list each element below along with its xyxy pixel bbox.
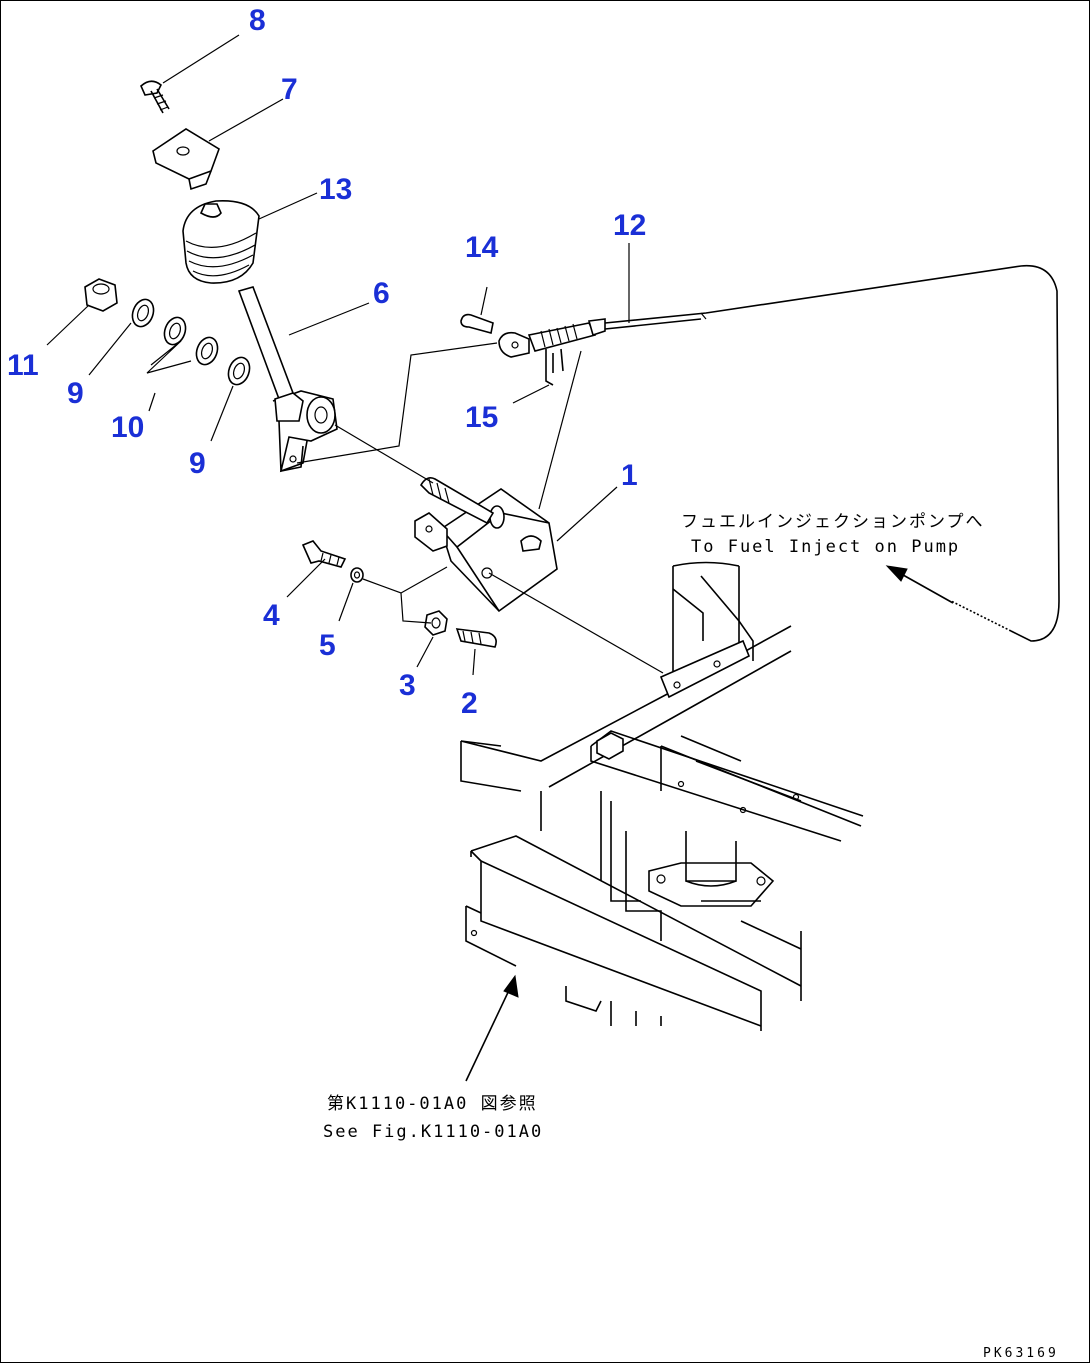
callout-8: 8 — [249, 4, 266, 37]
direction-arrows — [465, 565, 954, 1082]
note-fuel-pump-en: To Fuel Inject on Pump — [691, 537, 960, 557]
callout-14: 14 — [465, 231, 499, 264]
callout-15: 15 — [465, 401, 498, 434]
callout-9a: 9 — [67, 377, 84, 410]
callout-1: 1 — [621, 459, 638, 492]
lever-assembly — [84, 80, 1060, 648]
note-fuel-pump-jp: フュエルインジェクションポンプへ — [681, 512, 985, 532]
text-notes: フュエルインジェクションポンプへ To Fuel Inject on Pump … — [323, 512, 1059, 1361]
callout-10: 10 — [111, 411, 144, 444]
callout-4: 4 — [263, 599, 280, 632]
callout-6: 6 — [373, 277, 390, 310]
callout-numbers: 8 7 13 14 12 6 11 9 15 10 9 1 4 5 3 2 — [7, 4, 646, 720]
callout-11: 11 — [7, 349, 39, 382]
callout-3: 3 — [399, 669, 416, 702]
callout-7: 7 — [281, 73, 298, 106]
callout-9b: 9 — [189, 447, 206, 480]
leader-lines — [46, 34, 630, 676]
callout-5: 5 — [319, 629, 336, 662]
assembly-guide-lines — [296, 342, 664, 674]
note-see-fig-en: See Fig.K1110-01A0 — [323, 1122, 543, 1142]
callout-12: 12 — [613, 209, 646, 242]
drawing-id: PK63169 — [983, 1346, 1059, 1361]
frame-structure — [460, 561, 864, 1031]
note-see-fig-jp: 第K1110-01A0 図参照 — [327, 1094, 538, 1114]
callout-13: 13 — [319, 173, 352, 206]
callout-2: 2 — [461, 687, 478, 720]
